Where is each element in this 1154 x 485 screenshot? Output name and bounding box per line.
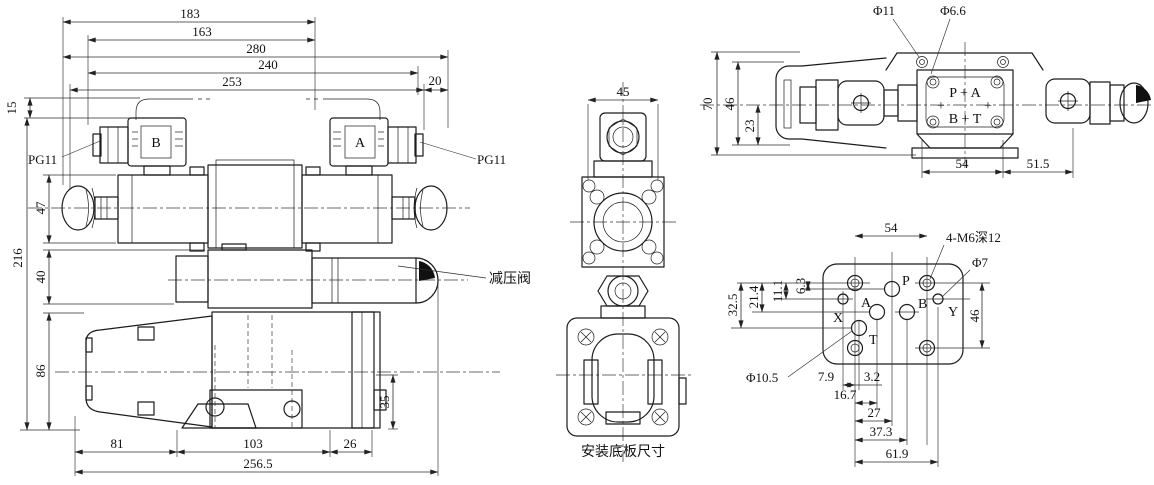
dim-46-top: 46 [722,97,737,111]
dim-54-plate: 54 [885,220,899,235]
dim-23: 23 [742,120,757,133]
callout-phi11: Φ11 [873,3,895,18]
top-view: P + A + + B + T Φ11 Φ6.6 70 46 23 54 51.… [700,3,1152,178]
dim-256_5: 256.5 [243,456,272,471]
dim-21-4: 21.4 [746,285,761,308]
dim-35: 35 [377,396,392,409]
plate-port-x: X [833,311,843,326]
dim-70: 70 [700,98,715,111]
dim-103: 103 [243,436,263,451]
dim-32-5: 32.5 [725,294,740,317]
side-view-caption: 安装底板尺寸 [581,444,665,460]
dim-6-3: 6.3 [793,278,808,294]
dim-54-top: 54 [956,156,970,171]
dim-253: 253 [222,74,242,89]
dim-86: 86 [33,364,48,378]
dim-47: 47 [33,201,48,215]
dim-61-9: 61.9 [886,446,909,461]
coil-label-b: B [151,136,160,151]
dim-27: 27 [868,405,882,420]
dim-7-9: 7.9 [818,369,834,384]
dim-81: 81 [111,436,124,451]
dim-163: 163 [192,24,212,39]
mounting-plate-view: P A B X T Y 54 4-M6深12 Φ7 Φ10.5 32.5 21.… [725,220,1001,467]
dim-11-1: 11.1 [770,280,785,302]
dim-51-5: 51.5 [1027,156,1050,171]
dim-40: 40 [33,271,48,284]
dim-46-plate: 46 [967,309,982,323]
dim-280: 280 [246,41,266,56]
dim-16-7: 16.7 [834,387,857,402]
port-plus-left: + [937,99,945,114]
plate-port-t: T [869,333,878,348]
front-view: 183 163 280 240 253 20 15 216 47 40 86 [4,6,531,476]
gland-label-left: PG11 [28,152,57,167]
side-view: 45 安装底板尺寸 [556,82,692,462]
callout-phi10-5: Φ10.5 [746,370,778,385]
gland-label-right: PG11 [477,152,506,167]
plate-port-a: A [861,296,872,311]
dim-15: 15 [4,102,19,115]
dim-3-2: 3.2 [864,369,880,384]
callout-phi6-6: Φ6.6 [940,3,966,18]
callout-4-m6: 4-M6深12 [946,230,1001,245]
dim-216: 216 [10,248,25,268]
plate-port-p: P [902,274,910,289]
reducing-valve-label: 减压阀 [489,271,531,287]
dim-26: 26 [344,436,358,451]
port-row-pa: P + A [949,86,981,101]
dim-183: 183 [180,6,200,21]
dim-37-3: 37.3 [870,424,893,439]
port-row-bt: B + T [949,112,982,127]
dim-20: 20 [429,73,442,88]
dim-240: 240 [258,57,278,72]
port-plus-right: + [984,99,992,114]
plate-port-b: B [918,297,927,312]
coil-label-a: A [355,136,366,151]
dim-45: 45 [617,84,630,99]
plate-port-y: Y [948,305,958,320]
callout-phi7: Φ7 [972,255,989,270]
